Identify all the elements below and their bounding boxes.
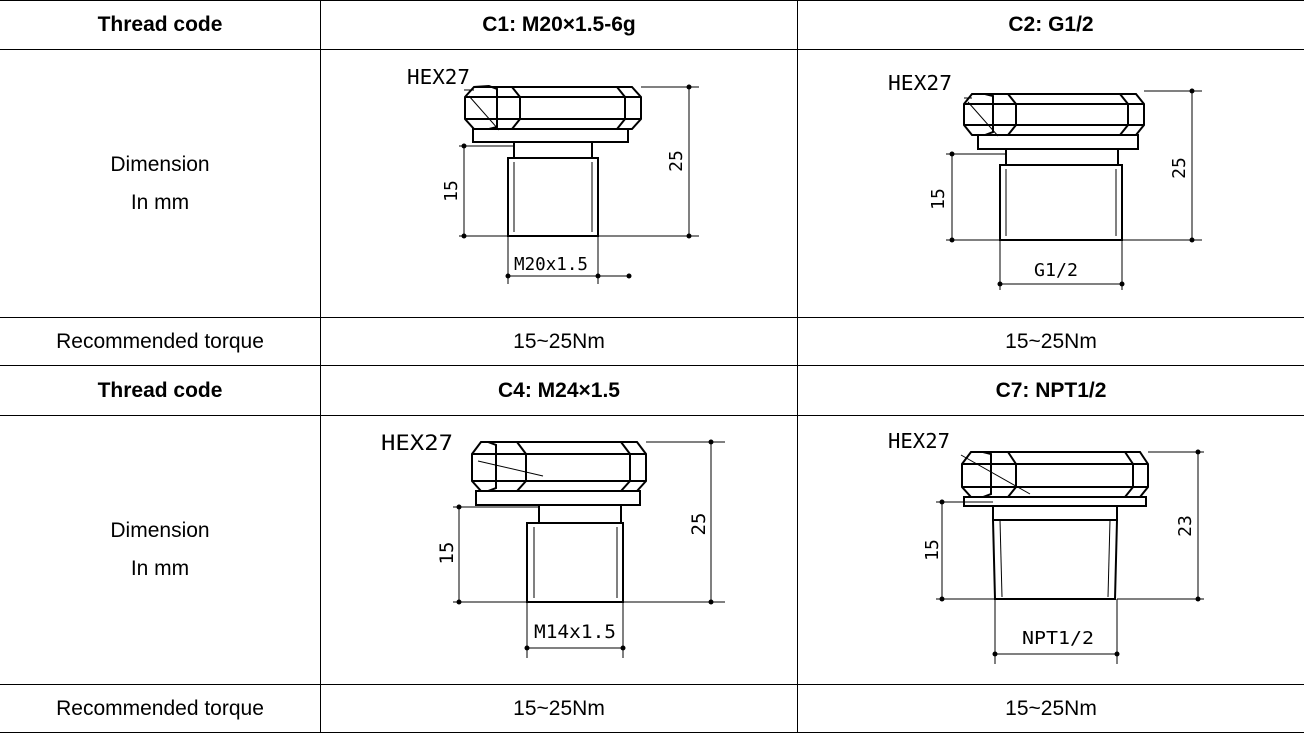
thread-body-outline: [992, 505, 1118, 600]
dimension-lines: [946, 90, 1202, 290]
dimension-label-line2: In mm: [130, 557, 190, 580]
hex-size-label: HEX27: [381, 431, 453, 455]
torque-value-c7: 15~25Nm: [1005, 696, 1097, 720]
thread-size-label: G1/2: [1034, 260, 1078, 281]
dimension-markers: [949, 88, 1195, 287]
dimension-lines: [936, 451, 1204, 664]
fitting-drawing-c1: HEX27 M20x1.5 15 25: [407, 65, 699, 284]
thread-body-outline: [999, 148, 1123, 241]
fitting-drawing-c4: HEX27 M14x1.5 15 25: [381, 431, 725, 658]
thread-length-label: 15: [441, 180, 462, 202]
thread-code-c4: C4: M24×1.5: [498, 378, 620, 402]
total-height-label: 23: [1175, 515, 1196, 537]
row-divider: [0, 317, 1304, 318]
thread-size-label: NPT1/2: [1022, 628, 1094, 649]
dimension-label: Dimension In mm: [0, 50, 320, 317]
torque-value-c1: 15~25Nm: [513, 329, 605, 353]
thread-length-label: 15: [436, 542, 458, 565]
fitting-drawing-c2: HEX27 G1/2 15 25: [888, 71, 1202, 290]
row-divider: [0, 415, 1304, 416]
dimension-markers: [461, 84, 692, 279]
thread-size-label: M20x1.5: [514, 254, 588, 275]
hex-nut-outline: [471, 441, 647, 506]
dimension-markers: [939, 449, 1201, 657]
thread-body-outline: [507, 141, 599, 237]
dimension-label: Dimension In mm: [0, 416, 320, 684]
thread-code-label: Thread code: [97, 13, 223, 36]
hex-size-label: HEX27: [888, 429, 950, 453]
thread-length-label: 15: [928, 188, 949, 210]
column-divider: [797, 0, 798, 733]
thread-code-c2: C2: G1/2: [1008, 13, 1094, 36]
dimension-label-line2: In mm: [130, 190, 190, 214]
hex-nut-outline: [961, 451, 1149, 507]
thread-length-label: 15: [922, 539, 943, 561]
total-height-label: 25: [688, 513, 710, 536]
fitting-drawing-c7: HEX27 NPT1/2 15 23: [888, 429, 1204, 664]
thread-code-label: Thread code: [97, 378, 223, 402]
thread-size-label: M14x1.5: [534, 621, 616, 643]
row-divider: [0, 49, 1304, 50]
column-divider: [320, 0, 321, 733]
row-divider: [0, 684, 1304, 685]
hex-nut-outline: [963, 93, 1145, 150]
dimension-markers: [456, 439, 714, 651]
torque-label: Recommended torque: [56, 329, 264, 353]
torque-label: Recommended torque: [56, 696, 264, 720]
thread-code-c7: C7: NPT1/2: [995, 378, 1107, 402]
torque-value-c2: 15~25Nm: [1005, 329, 1097, 353]
hex-size-label: HEX27: [888, 71, 952, 95]
dimension-label-line1: Dimension: [110, 152, 210, 176]
dimension-label-line1: Dimension: [110, 519, 210, 542]
row-divider: [0, 0, 1304, 1]
thread-code-c1: C1: M20×1.5-6g: [482, 13, 636, 36]
total-height-label: 25: [666, 150, 687, 172]
torque-value-c4: 15~25Nm: [513, 696, 605, 720]
hex-size-label: HEX27: [407, 65, 470, 89]
total-height-label: 25: [1169, 157, 1190, 179]
hex-nut-outline: [464, 84, 642, 143]
thread-body-outline: [526, 504, 624, 603]
row-divider: [0, 365, 1304, 366]
